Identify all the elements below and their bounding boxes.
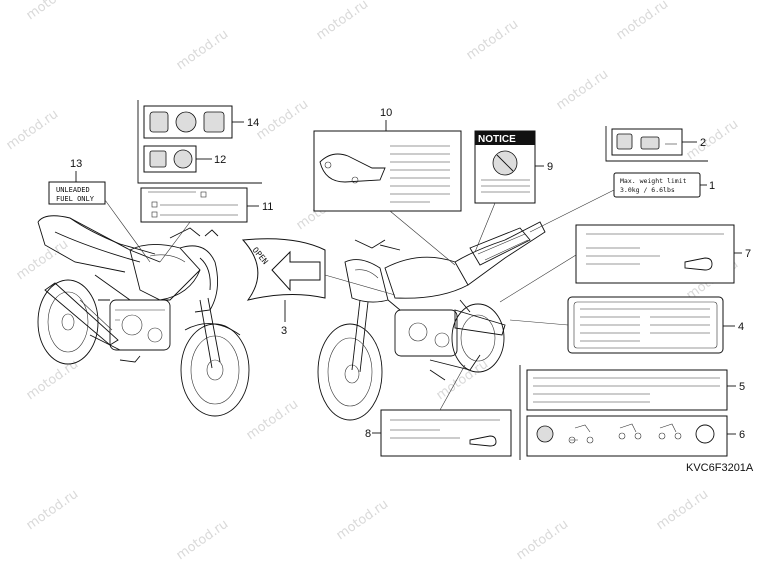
label-4: 4 <box>509 296 744 354</box>
callout-13: 13 <box>70 158 82 170</box>
watermark: motod.ru <box>684 117 741 163</box>
max-weight-line1: Max. weight limit <box>620 177 687 185</box>
callout-3: 3 <box>281 325 287 337</box>
watermark: motod.ru <box>4 107 61 153</box>
notice-text: NOTICE <box>478 134 516 145</box>
watermark: motod.ru <box>434 357 491 403</box>
max-weight-line2: 3.0kg / 6.6lbs <box>620 186 675 194</box>
watermark: motod.ru <box>14 237 71 283</box>
watermark: motod.ru <box>254 97 311 143</box>
manual-icon <box>149 150 167 168</box>
label-13-unleaded: 13 UNLEADED FUEL ONLY <box>48 158 151 263</box>
rider-icon <box>619 423 637 433</box>
rider-icon <box>570 424 591 441</box>
manual-icon <box>616 133 633 150</box>
callout-2: 2 <box>700 137 706 149</box>
label-10: 10 <box>313 107 462 266</box>
helmet-icon <box>175 111 197 133</box>
label-1-max-weight: Max. weight limit 3.0kg / 6.6lbs 1 <box>529 172 715 233</box>
callout-4: 4 <box>738 321 744 333</box>
wrench-icon <box>469 435 497 447</box>
motorcycle-left-view <box>37 215 250 417</box>
label-8: 8 <box>365 364 512 457</box>
label-3-open: OPEN 3 <box>241 238 396 337</box>
watermark: motod.ru <box>554 67 611 113</box>
wrench-icon <box>684 257 713 271</box>
label-9-notice: NOTICE 9 <box>474 130 553 253</box>
label-group-14-12: 14 12 <box>137 100 262 184</box>
label-11: 11 <box>140 187 273 263</box>
watermark: motod.ru <box>614 0 671 43</box>
watermark: motod.ru <box>244 397 301 443</box>
watermark: motod.ru <box>334 497 391 543</box>
label-2: 2 <box>605 126 708 162</box>
watermark: motod.ru <box>174 27 231 73</box>
callout-8: 8 <box>365 428 371 440</box>
ring-icon <box>695 424 715 444</box>
luggage-icon <box>640 136 660 150</box>
callout-14: 14 <box>247 117 259 129</box>
watermark: motod.ru <box>24 0 81 23</box>
watermark: motod.ru <box>654 487 711 533</box>
watermark: motod.ru <box>464 17 521 63</box>
label-7: 7 <box>499 224 751 303</box>
callout-6: 6 <box>739 429 745 441</box>
watermark: motod.ru <box>314 0 371 43</box>
callout-9: 9 <box>547 161 553 173</box>
manual-icon <box>149 111 169 133</box>
helmet-icon <box>536 425 554 443</box>
rider-icon <box>659 423 677 433</box>
fuel-only-text: FUEL ONLY <box>56 195 95 203</box>
watermark: motod.ru <box>24 487 81 533</box>
motorcycle-right-view <box>317 221 546 421</box>
label-group-5-6: 5 6 <box>519 365 745 460</box>
callout-7: 7 <box>745 248 751 260</box>
helmet-icon <box>173 149 193 169</box>
callout-11: 11 <box>262 201 273 213</box>
watermark: motod.ru <box>514 517 571 563</box>
tool-icon <box>203 111 225 133</box>
diagram-code: KVC6F3201A <box>686 462 754 474</box>
unleaded-text: UNLEADED <box>56 186 90 194</box>
watermark: motod.ru <box>174 517 231 563</box>
callout-5: 5 <box>739 381 745 393</box>
callout-12: 12 <box>214 154 226 166</box>
callout-1: 1 <box>709 180 715 192</box>
callout-10: 10 <box>380 107 392 119</box>
